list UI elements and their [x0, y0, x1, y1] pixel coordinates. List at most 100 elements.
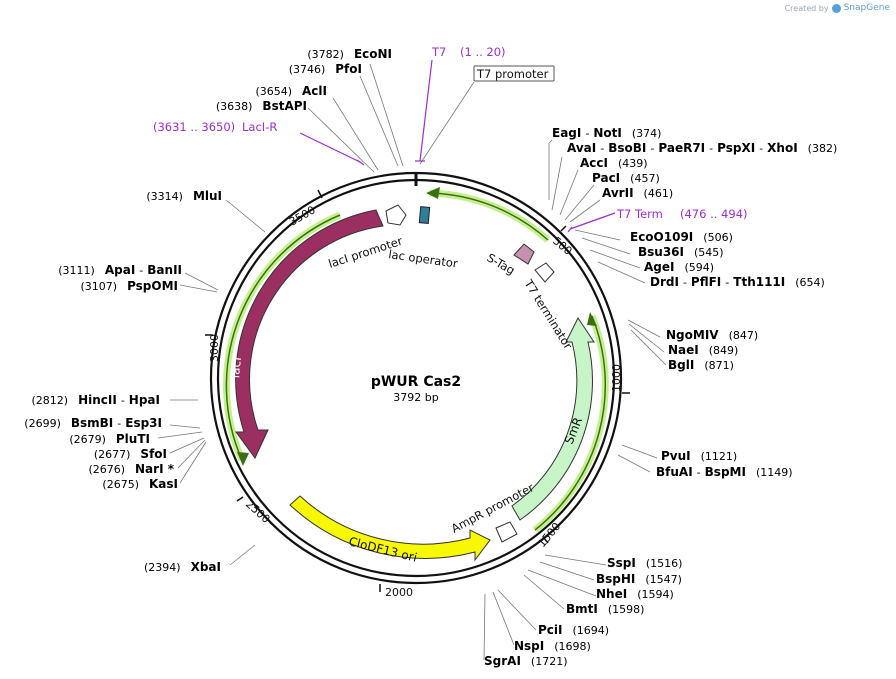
enzyme-site-ecoo109i[interactable]: EcoO109I(506)	[630, 230, 733, 244]
enzyme-label[interactable]: NaeI(849)	[668, 343, 738, 357]
enzyme-label[interactable]: (3782)EcoNI	[307, 47, 392, 61]
enzyme-label[interactable]: BfuAI-BspMI(1149)	[656, 465, 793, 479]
enzyme-site-sfoi[interactable]: (2677)SfoI	[94, 447, 167, 461]
enzyme-label[interactable]: PacI(457)	[592, 171, 660, 185]
orf-arc-top-line	[429, 192, 549, 241]
enzyme-site-pluti[interactable]: (2679)PluTI	[69, 432, 150, 446]
enzyme-label[interactable]: (2676)NarI *	[88, 462, 174, 476]
orf-arc-right-line	[534, 315, 607, 531]
enzyme-site-bsphi[interactable]: BspHI(1547)	[596, 572, 682, 586]
tick-label-3000: 3000	[208, 334, 221, 362]
enzyme-label[interactable]: AccI(439)	[580, 156, 648, 170]
enzyme-site-bstapi[interactable]: (3638)BstAPI	[216, 99, 307, 113]
enzyme-site-nari[interactable]: (2676)NarI *	[88, 462, 174, 476]
enzyme-site-agei[interactable]: AgeI(594)	[644, 260, 714, 274]
enzyme-site-bsmbi[interactable]: (2699)BsmBI-Esp3I	[24, 416, 162, 430]
enzyme-label[interactable]: (3111)ApaI-BanII	[58, 263, 182, 277]
enzyme-site-paci[interactable]: PacI(457)	[592, 171, 660, 185]
t7-promoter-label[interactable]: T7 promoter	[476, 67, 549, 81]
enzyme-site-hincii[interactable]: (2812)HincII-HpaI	[31, 393, 160, 407]
enzyme-label[interactable]: (3654)AclI	[255, 84, 327, 98]
enzyme-site-drdi[interactable]: DrdI-PflFI-Tth111I(654)	[650, 275, 825, 289]
enzyme-label[interactable]: PciI(1694)	[538, 623, 609, 637]
enzyme-site-bgli[interactable]: BglI(871)	[668, 358, 734, 372]
enzyme-site-pcii[interactable]: PciI(1694)	[538, 623, 609, 637]
enzyme-label[interactable]: EagI-NotI(374)	[552, 126, 661, 140]
enzyme-site-econi[interactable]: (3782)EcoNI	[307, 47, 392, 61]
watermark-brand: SnapGene	[843, 3, 890, 13]
primer-lacir-name: LacI-R	[242, 120, 277, 134]
enzyme-site-nspi[interactable]: NspI(1698)	[514, 639, 591, 653]
enzyme-site-bsu36i[interactable]: Bsu36I(545)	[638, 245, 724, 259]
enzyme-site-nhei[interactable]: NheI(1594)	[596, 587, 674, 601]
enzyme-label[interactable]: EcoO109I(506)	[630, 230, 733, 244]
enzyme-label[interactable]: AvrII(461)	[602, 186, 673, 200]
enzyme-site-apai[interactable]: (3111)ApaI-BanII	[58, 263, 182, 277]
enzyme-label[interactable]: (2675)KasI	[102, 477, 178, 491]
enzyme-site-sspi[interactable]: SspI(1516)	[607, 556, 682, 570]
primer-t7-term[interactable]: T7 Term (476 .. 494)	[616, 207, 748, 221]
enzyme-label[interactable]: AvaI-BsoBI-PaeR7I-PspXI-XhoI(382)	[567, 141, 837, 155]
enzyme-label[interactable]: SspI(1516)	[607, 556, 682, 570]
tick-label-2500: 2500	[243, 498, 273, 526]
enzyme-site-sgrai[interactable]: SgrAI(1721)	[484, 654, 567, 668]
primer-laci-r[interactable]: (3631 .. 3650) LacI-R	[153, 120, 277, 134]
enzyme-site-mlui[interactable]: (3314)MluI	[146, 189, 222, 203]
clodf13-ori-feature[interactable]	[289, 495, 491, 562]
primer-t7-name: T7	[431, 45, 446, 59]
primer-t7term-name: T7 Term	[616, 207, 663, 221]
enzyme-label[interactable]: BglI(871)	[668, 358, 734, 372]
enzyme-label[interactable]: (2699)BsmBI-Esp3I	[24, 416, 162, 430]
laci-promoter-feature[interactable]	[385, 204, 407, 226]
plasmid-name: pWUR Cas2	[371, 374, 461, 390]
enzyme-label[interactable]: NspI(1698)	[514, 639, 591, 653]
enzyme-site-bfuai[interactable]: BfuAI-BspMI(1149)	[656, 465, 793, 479]
enzyme-site-avai[interactable]: AvaI-BsoBI-PaeR7I-PspXI-XhoI(382)	[567, 141, 837, 155]
enzyme-label[interactable]: (3638)BstAPI	[216, 99, 307, 113]
enzyme-site-pfoi[interactable]: (3746)PfoI	[289, 62, 362, 76]
ampr-promoter-feature[interactable]	[495, 521, 518, 543]
watermark-prefix: Created by	[784, 3, 829, 13]
stag-feature[interactable]	[513, 243, 535, 265]
enzyme-site-bmti[interactable]: BmtI(1598)	[566, 602, 644, 616]
enzyme-site-eagi[interactable]: EagI-NotI(374)	[552, 126, 661, 140]
t7-terminator-feature[interactable]	[534, 262, 555, 283]
enzyme-site-ngomiv[interactable]: NgoMIV(847)	[666, 328, 758, 342]
laci-label: lacI	[228, 356, 244, 379]
enzyme-label[interactable]: DrdI-PflFI-Tth111I(654)	[650, 275, 825, 289]
enzyme-site-pvui[interactable]: PvuI(1121)	[661, 449, 737, 463]
enzyme-site-acli[interactable]: (3654)AclI	[255, 84, 327, 98]
leader-lines	[157, 63, 667, 661]
enzyme-label[interactable]: (3314)MluI	[146, 189, 222, 203]
plasmid-size: 3792 bp	[393, 391, 438, 404]
orf-arrow-left	[237, 452, 249, 466]
enzyme-label[interactable]: (2679)PluTI	[69, 432, 150, 446]
enzyme-site-acci[interactable]: AccI(439)	[580, 156, 648, 170]
enzyme-label[interactable]: (3107)PspOMI	[80, 279, 178, 293]
smr-feature[interactable]	[511, 317, 595, 521]
tick-marks	[205, 189, 630, 592]
primer-t7[interactable]: T7 (1 .. 20)	[431, 45, 506, 59]
enzyme-label[interactable]: AgeI(594)	[644, 260, 714, 274]
t7-promoter-box	[473, 65, 555, 82]
enzyme-site-naei[interactable]: NaeI(849)	[668, 343, 738, 357]
enzyme-label[interactable]: (2394)XbaI	[144, 560, 221, 574]
laci-feature[interactable]	[235, 209, 384, 459]
enzyme-label[interactable]: SgrAI(1721)	[484, 654, 567, 668]
enzyme-site-avrii[interactable]: AvrII(461)	[602, 186, 673, 200]
enzyme-label[interactable]: NgoMIV(847)	[666, 328, 758, 342]
enzyme-label[interactable]: Bsu36I(545)	[638, 245, 724, 259]
enzyme-label[interactable]: PvuI(1121)	[661, 449, 737, 463]
primer-lacir-range: (3631 .. 3650)	[153, 120, 235, 134]
enzyme-label[interactable]: (2812)HincII-HpaI	[31, 393, 160, 407]
enzyme-label[interactable]: BmtI(1598)	[566, 602, 644, 616]
enzyme-label[interactable]: NheI(1594)	[596, 587, 674, 601]
lac-operator-feature[interactable]	[418, 206, 431, 224]
enzyme-site-xbai[interactable]: (2394)XbaI	[144, 560, 221, 574]
enzyme-site-pspomi[interactable]: (3107)PspOMI	[80, 279, 178, 293]
enzyme-label[interactable]: BspHI(1547)	[596, 572, 682, 586]
enzyme-label[interactable]: (2677)SfoI	[94, 447, 167, 461]
enzyme-site-kasi[interactable]: (2675)KasI	[102, 477, 178, 491]
enzyme-label[interactable]: (3746)PfoI	[289, 62, 362, 76]
